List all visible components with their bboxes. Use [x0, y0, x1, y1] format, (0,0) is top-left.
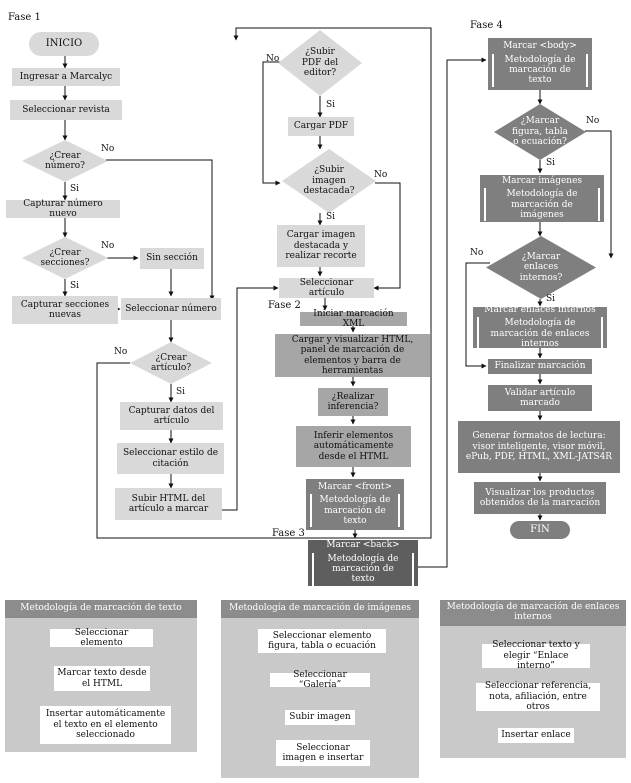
label-yes: Si	[176, 387, 186, 397]
phase-1-label: Fase 1	[8, 12, 41, 23]
mark-figure-decision: ¿Marcar figura, tabla o ecuación?	[494, 104, 586, 160]
legend-image-step-3: Subir imagen	[285, 710, 355, 725]
create-number-decision: ¿Crear número?	[22, 140, 108, 182]
capture-article-step: Capturar datos del artículo	[120, 402, 223, 430]
view-products-step: Visualizar los productos obtenidos de la…	[474, 482, 606, 514]
mark-images-label: Marcar imágenes	[501, 175, 583, 186]
phase-3-label: Fase 3	[272, 528, 305, 539]
label-no: No	[101, 241, 115, 251]
infer-elements-step: Inferir elementos automáticamente desde …	[296, 426, 411, 467]
mark-front-label: Marcar <front>	[318, 481, 392, 492]
label-no: No	[114, 347, 128, 357]
capture-sections-step: Capturar secciones nuevas	[12, 296, 118, 324]
legend-image-step-4: Seleccionar imagen e insertar	[276, 740, 370, 766]
load-image-step: Cargar imagen destacada y realizar recor…	[277, 225, 365, 267]
mark-links-decision: ¿Marcar enlaces internos?	[486, 236, 596, 299]
load-html-step: Cargar y visualizar HTML, panel de marca…	[275, 334, 430, 377]
mark-images-step: Marcar imágenes Metodología de marcación…	[480, 175, 604, 222]
link-method-ref: Metodología de marcación de enlaces inte…	[477, 317, 603, 351]
text-method-ref: Metodología de marcación de texto	[312, 552, 414, 586]
label-yes: Si	[546, 294, 556, 304]
start-terminal: INICIO	[29, 32, 99, 56]
label-no: No	[101, 144, 115, 154]
image-method-ref: Metodología de marcación de imágenes	[484, 188, 600, 222]
select-journal-step: Seleccionar revista	[10, 100, 122, 120]
mark-links-step: Marcar enlaces internos Metodología de m…	[473, 304, 607, 351]
legend-link-step-1: Seleccionar texto y elegir “Enlace inter…	[482, 640, 590, 671]
capture-number-step: Capturar número nuevo	[6, 199, 120, 219]
select-number-step: Seleccionar número	[121, 298, 221, 320]
citation-style-step: Seleccionar estilo de citación	[117, 443, 224, 474]
start-markup-step: Iniciar marcación XML	[300, 309, 407, 329]
legend-image-title: Metodología de marcación de imágenes	[221, 600, 419, 618]
upload-html-step: Subir HTML del artículo a marcar	[115, 488, 222, 520]
legend-text-step-3: Insertar automáticamente el texto en el …	[40, 706, 171, 744]
no-section-step: Sin sección	[140, 248, 204, 269]
create-sections-decision: ¿Crear secciones?	[22, 237, 108, 279]
mark-body-step: Marcar <body> Metodología de marcación d…	[488, 38, 592, 90]
legend-image-step-2: Seleccionar “Galería”	[270, 670, 370, 690]
label-no: No	[470, 248, 484, 258]
end-terminal: FIN	[510, 521, 570, 539]
inference-decision: ¿Realizar inferencia?	[318, 388, 388, 416]
label-no: No	[586, 116, 600, 126]
finish-markup-step: Finalizar marcación	[488, 359, 592, 374]
legend-link-step-2: Seleccionar referencia, nota, afiliación…	[476, 681, 600, 712]
mark-body-label: Marcar <body>	[503, 41, 577, 52]
label-no: No	[266, 54, 280, 64]
label-yes: Si	[546, 158, 556, 168]
upload-image-decision: ¿Subir imagen destacada?	[282, 149, 376, 213]
create-article-decision: ¿Crear artículo?	[130, 342, 212, 384]
login-step: Ingresar a Marcalyc	[12, 68, 120, 86]
upload-pdf-decision: ¿Subir PDF del editor?	[278, 30, 362, 96]
mark-back-step: Marcar <back> Metodología de marcación d…	[308, 540, 418, 586]
legend-text-step-2: Marcar texto desde el HTML	[54, 666, 150, 691]
mark-front-step: Marcar <front> Metodología de marcación …	[306, 479, 404, 530]
label-yes: Si	[70, 281, 80, 291]
legend-image-step-1: Seleccionar elemento figura, tabla o ecu…	[258, 629, 386, 653]
text-method-ref: Metodología de marcación de texto	[310, 494, 400, 528]
legend-link-title: Metodología de marcación de enlaces inte…	[440, 600, 626, 626]
select-article-step: Seleccionar artículo	[279, 278, 374, 298]
legend-text-step-1: Seleccionar elemento	[50, 628, 153, 648]
mark-links-label: Marcar enlaces internos	[484, 304, 596, 315]
mark-back-label: Marcar <back>	[326, 540, 400, 551]
phase-2-label: Fase 2	[268, 300, 301, 311]
legend-link-step-3: Insertar enlace	[498, 728, 574, 743]
text-method-ref: Metodología de marcación de texto	[492, 53, 588, 87]
label-yes: Si	[70, 184, 80, 194]
label-yes: Si	[326, 212, 336, 222]
phase-4-label: Fase 4	[470, 20, 503, 31]
label-no: No	[374, 170, 388, 180]
legend-text-title: Metodología de marcación de texto	[5, 600, 197, 618]
validate-article-step: Validar artículo marcado	[488, 385, 592, 411]
load-pdf-step: Cargar PDF	[288, 117, 354, 136]
label-yes: Si	[326, 100, 336, 110]
generate-formats-step: Generar formatos de lectura: visor intel…	[458, 421, 620, 473]
